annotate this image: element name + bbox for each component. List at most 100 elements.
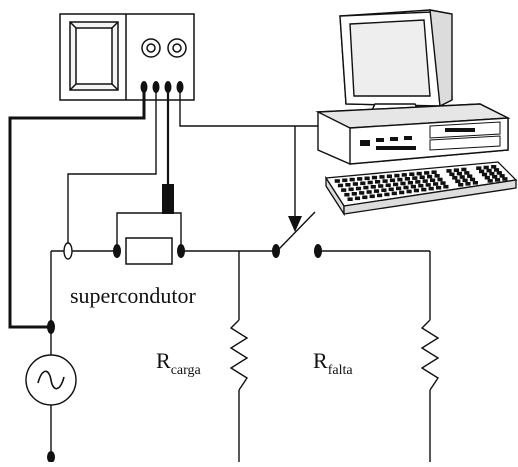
keyboard-key <box>366 190 372 194</box>
fault-resistor-label-sub: falta <box>328 363 354 378</box>
keyboard-key <box>421 187 427 192</box>
oscilloscope-inputs <box>140 81 184 93</box>
keyboard-key <box>489 171 495 176</box>
keyboard-key <box>347 197 353 201</box>
keyboard-key <box>360 181 366 186</box>
fault-resistor-label: Rfalta <box>313 348 353 378</box>
keyboard-key <box>431 170 437 174</box>
drive-bay-2 <box>429 135 501 151</box>
keyboard-key <box>354 196 361 201</box>
drive-slot <box>445 128 475 132</box>
keyboard-key <box>487 179 493 183</box>
input-jack-3 <box>164 81 172 93</box>
keyboard-key <box>494 178 501 182</box>
fault-resistor-label-main: R <box>313 348 328 373</box>
keyboard-key <box>401 173 407 177</box>
keyboard-key <box>342 178 348 183</box>
keyboard-key <box>461 167 467 172</box>
junction-bottom <box>47 451 55 463</box>
keyboard-key <box>430 178 436 183</box>
control-wire <box>179 92 318 127</box>
keyboard-key <box>440 181 446 185</box>
keyboard-key <box>453 168 459 172</box>
sine-wave-icon <box>37 370 65 390</box>
keyboard-key <box>341 188 347 192</box>
superconductor-terminal-left <box>113 244 121 258</box>
load-resistor <box>229 319 249 391</box>
junction-top <box>47 320 55 334</box>
monitor-screen <box>349 19 431 97</box>
keyboard-key <box>456 171 462 176</box>
keyboard-key <box>373 189 380 193</box>
keyboard-key <box>464 171 470 175</box>
switch <box>272 211 322 258</box>
keyboard-key <box>364 176 370 181</box>
fault-resistor <box>420 319 440 391</box>
switch-blade <box>278 211 316 250</box>
keyboard-key <box>446 169 452 173</box>
keyboard-key <box>384 192 390 197</box>
keyboard-key <box>486 168 492 173</box>
keyboard-key <box>443 184 449 189</box>
keyboard-key <box>437 177 443 182</box>
keyboard-key <box>459 175 465 179</box>
load-resistor-label: Rcarga <box>156 348 202 378</box>
superconductor-terminal-right <box>177 244 185 258</box>
keyboard-key <box>393 182 399 187</box>
keyboard-key <box>337 183 344 188</box>
switch-control-arrow <box>288 216 302 232</box>
computer-monitor <box>339 9 453 115</box>
keyboard-key <box>386 174 392 179</box>
power-led <box>360 140 370 146</box>
keyboard-key <box>412 176 418 180</box>
keyboard-key <box>348 187 354 192</box>
keyboard-key <box>406 189 412 194</box>
keyboard-key <box>410 184 416 189</box>
keyboard-key <box>391 191 397 196</box>
monitor-side <box>429 9 453 108</box>
keyboard-key <box>352 182 358 186</box>
keyboard-keys <box>334 165 508 201</box>
keyboard-key <box>389 178 396 183</box>
keyboard-key <box>416 171 422 176</box>
keyboard-key <box>355 186 362 191</box>
keyboard-key <box>369 194 375 199</box>
keyboard-key <box>394 173 400 178</box>
keyboard-key <box>371 175 378 180</box>
keyboard-key <box>345 183 351 187</box>
oscilloscope-knob-left <box>141 38 161 58</box>
keyboard-key <box>425 183 431 187</box>
switch-terminal-left <box>272 244 280 258</box>
keyboard-key <box>367 180 373 185</box>
keyboard-key <box>379 175 385 179</box>
input-jack-4 <box>176 81 184 93</box>
keyboard-key <box>419 175 425 180</box>
oscilloscope-screen-inner <box>75 27 113 85</box>
keyboard-key <box>370 185 376 189</box>
voltage-probe-block <box>162 184 174 214</box>
computer-unit <box>315 103 511 165</box>
keyboard-key <box>469 177 476 182</box>
keyboard-key <box>436 185 442 190</box>
keyboard-key <box>381 188 387 192</box>
keyboard-key <box>388 187 394 192</box>
keyboard-key <box>422 179 428 183</box>
keyboard-key <box>403 185 409 190</box>
keyboard-key <box>415 180 421 184</box>
keyboard-key <box>363 185 369 190</box>
keyboard-key <box>434 174 440 178</box>
current-sensor <box>63 242 73 260</box>
keyboard-key <box>496 171 502 175</box>
measurement-wires <box>8 92 318 329</box>
keyboard-key <box>433 182 439 186</box>
oscilloscope <box>59 13 195 101</box>
keyboard-key <box>359 191 365 195</box>
keyboard-key <box>375 180 381 184</box>
keyboard-key <box>349 177 355 182</box>
keyboard-key <box>334 179 340 183</box>
voltage-tap-bracket <box>116 212 182 248</box>
keyboard-key <box>476 166 482 170</box>
keyboard-key <box>424 171 430 175</box>
